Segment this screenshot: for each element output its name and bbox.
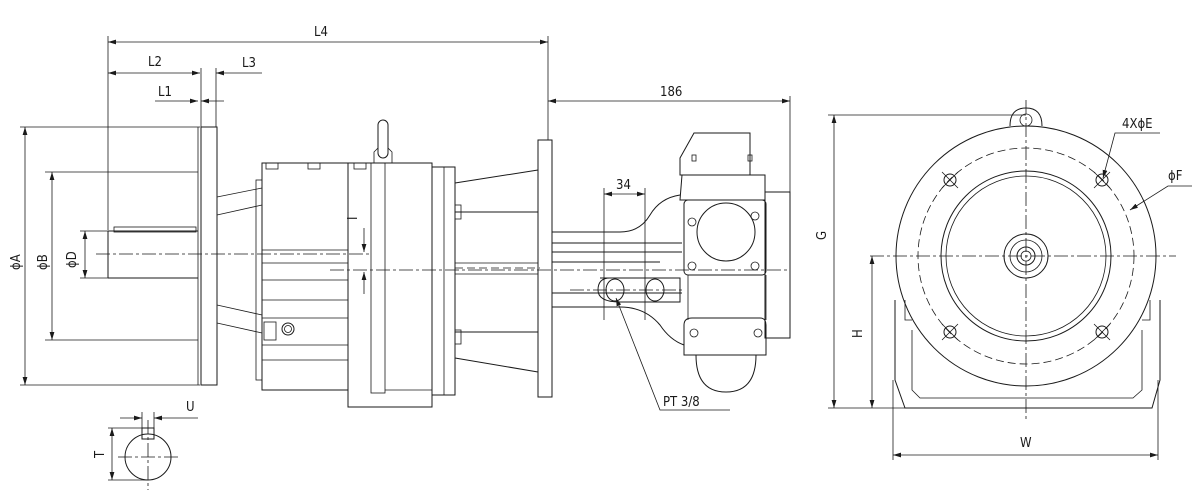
output-flange: [200, 126, 218, 386]
dim-L3: L3: [242, 56, 256, 71]
dim-phiD: ϕD: [65, 251, 80, 268]
foot-base: [894, 300, 1161, 409]
dim-U: U: [186, 400, 195, 415]
dim-186: 186: [660, 85, 682, 100]
side-view: [96, 119, 791, 408]
dim-H: H: [851, 329, 866, 338]
lifting-eye: [377, 119, 389, 159]
dim-34: 34: [616, 178, 631, 193]
output-shaft: [107, 230, 198, 279]
dim-L2: L2: [148, 55, 162, 70]
dim-phiF: ϕF: [1168, 169, 1183, 184]
terminal-box: [679, 132, 751, 176]
dim-holes: 4XϕE: [1122, 117, 1153, 132]
dim-I: I: [346, 217, 361, 220]
plug-icon: [281, 322, 295, 336]
gearbox-body: [261, 162, 349, 391]
key-section: U T: [93, 400, 198, 490]
dim-L4: L4: [314, 25, 328, 40]
front-view: [870, 100, 1176, 420]
dim-W: W: [1020, 436, 1032, 451]
dim-T: T: [93, 450, 108, 459]
motor-flange: [537, 139, 553, 398]
bolt-holes: [941, 171, 1111, 341]
dim-L1: L1: [158, 85, 172, 100]
dim-phiA: ϕA: [9, 254, 24, 270]
port-label: PT 3/8: [663, 395, 700, 410]
dimensions: L4 L2 L3 L1 ϕA ϕB ϕD I 186 34: [9, 25, 1192, 460]
dim-phiB: ϕB: [36, 254, 51, 270]
dim-G: G: [815, 231, 830, 240]
